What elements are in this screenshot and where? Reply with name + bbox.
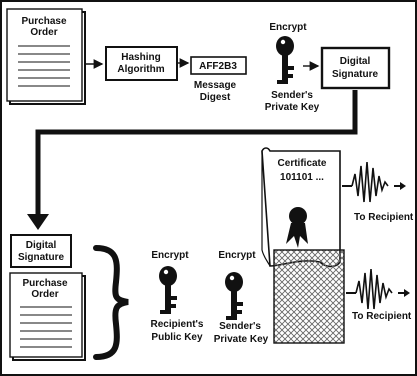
grouping-brace — [93, 245, 129, 360]
signature-bottom-line1: Digital — [26, 240, 57, 251]
key-recipient-caption-line2: Public Key — [151, 332, 203, 343]
key-top-title: Encrypt — [269, 22, 307, 33]
certificate-line1: Certificate — [278, 158, 327, 169]
purchase-order-top-line2: Order — [30, 27, 57, 38]
key-recipient-caption-line1: Recipient's — [151, 319, 204, 330]
key-top: Encrypt Sender's Private Key — [265, 22, 320, 113]
signature-bottom-line2: Signature — [18, 252, 65, 263]
purchase-order-top-line1: Purchase — [21, 16, 66, 27]
signature-top-line2: Signature — [332, 69, 379, 80]
purchase-order-bottom: Purchase Order — [9, 272, 86, 361]
encrypted-package — [273, 249, 345, 344]
purchase-order-top: Purchase Order — [6, 8, 86, 105]
package-destination: To Recipient — [352, 311, 412, 322]
connector-arrowhead — [27, 214, 49, 230]
message-digest: AFF2B3 Message Digest — [190, 56, 247, 103]
digital-signature-bottom: Digital Signature — [10, 234, 72, 268]
key-sender: Encrypt Sender's Private Key — [214, 250, 269, 345]
hashing-line2: Algorithm — [117, 64, 164, 75]
certificate-scroll: Certificate 101101 ... — [261, 147, 341, 268]
hashing-algorithm-box: Hashing Algorithm — [105, 46, 178, 81]
signature-top-line1: Digital — [340, 56, 371, 67]
key-sender-caption-line2: Private Key — [214, 334, 269, 345]
wax-seal-icon — [289, 207, 307, 225]
hashing-line1: Hashing — [121, 52, 160, 63]
certificate-destination: To Recipient — [354, 212, 414, 223]
digest-value: AFF2B3 — [199, 61, 237, 72]
purchase-order-bottom-line2: Order — [31, 289, 58, 300]
digest-caption-line2: Digest — [200, 92, 231, 103]
certificate-line2: 101101 ... — [280, 172, 324, 183]
key-recipient: Encrypt Recipient's Public Key — [151, 250, 204, 343]
purchase-order-bottom-line1: Purchase — [22, 278, 67, 289]
digest-caption-line1: Message — [194, 80, 237, 91]
key-recipient-title: Encrypt — [151, 250, 189, 261]
digital-signature-top: Digital Signature — [320, 46, 391, 90]
key-top-caption-line2: Private Key — [265, 102, 320, 113]
key-sender-title: Encrypt — [218, 250, 256, 261]
key-sender-caption-line1: Sender's — [219, 321, 261, 332]
key-top-caption-line1: Sender's — [271, 90, 313, 101]
connector-signature-path — [35, 90, 358, 216]
